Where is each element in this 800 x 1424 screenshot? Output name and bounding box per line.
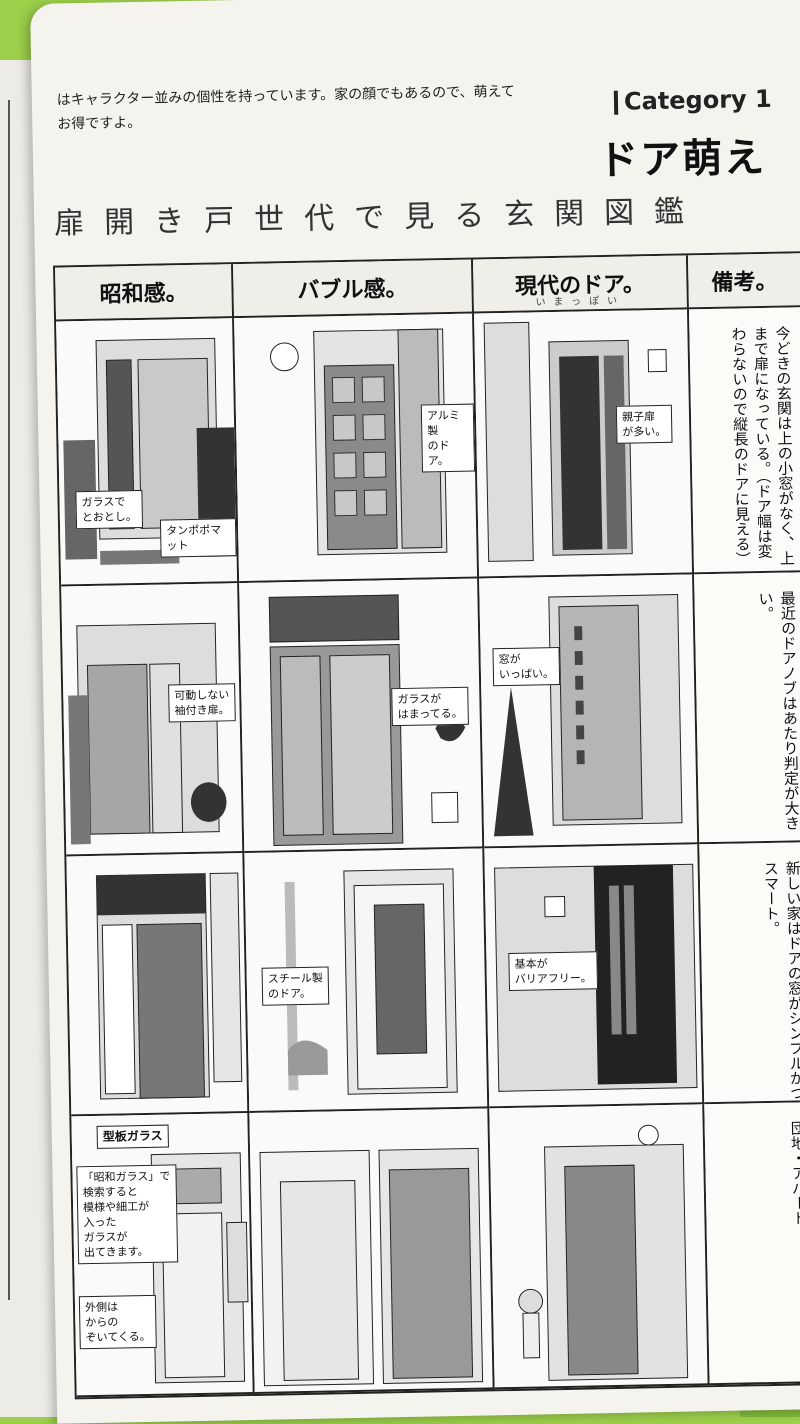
door-chart-table: 昭和感。 バブル感。 現代のドア。いまっぽい 備考。 ガラスで とおとし。 タン… [53,251,800,1400]
door-illustration [249,1108,495,1394]
door-illustration [66,853,250,1117]
callout: アルミ製 のドア。 [420,403,476,473]
section-subtitle: 扉開き戸世代で見る玄関図鑑 [53,194,705,242]
callout: 「昭和ガラス」で 検索すると 模様や細工が 入った ガラスが 出てきます。 [76,1164,178,1265]
callout: スチール製 のドア。 [261,966,330,1006]
callout: タンポポマット [159,518,237,558]
note-cell: 最近のドアノブはあたり判定が大きい。 [694,572,800,845]
callout: 可動しない 袖付き扉。 [168,683,236,723]
note-cell: 新しい家はドアの窓がシンプルかつスマート。 [699,842,800,1105]
door-illustration: スチール製 のドア。 [244,848,490,1113]
door-illustration: 窓が いっぱい。 [479,574,700,849]
note-text: 新しい家はドアの窓がシンプルかつスマート。 [761,860,800,1101]
callout: ガラスが はまってる。 [391,686,469,727]
callout: 外側は からの ぞいてくる。 [78,1294,157,1350]
callout: 親子扉 が多い。 [615,404,673,444]
door-illustration: 基本が バリアフリー。 [484,844,705,1109]
door-illustration: 型板ガラス 「昭和ガラス」で 検索すると 模様や細工が 入った ガラスが 出てき… [71,1112,255,1398]
header-showa: 昭和感。 [55,264,235,322]
door-illustration: アルミ製 のドア。 [234,313,480,584]
callout: 基本が バリアフリー。 [508,951,598,991]
door-illustration: ガラスで とおとし。 タンポポマット [56,318,240,587]
header-notes: 備考。 [687,253,800,310]
book-page: はキャラクター並みの個性を持っています。家の顔でもあるので、萌えて お得ですよ。… [30,0,800,1424]
door-illustration: 可動しない 袖付き扉。 [61,583,245,857]
door-illustration: ガラスが はまってる。 [239,578,485,854]
note-text: 今どきの玄関は上の小窓がなく、上まで扉になっている。（ドア幅は変わらないので縦長… [729,325,796,567]
door-illustration: 親子扉 が多い。 [474,309,695,579]
intro-text: はキャラクター並みの個性を持っています。家の顔でもあるので、萌えて お得ですよ。 [57,79,538,136]
note-cell: 今どきの玄関は上の小窓がなく、上まで扉になっている。（ドア幅は変わらないので縦長… [688,307,800,575]
note-text: 団地・アパート。 [788,1120,800,1241]
note-cell: 団地・アパート。 [704,1102,800,1386]
header-bubble: バブル感。 [233,259,475,319]
door-illustration [489,1104,710,1390]
callout: ガラスで とおとし。 [75,489,144,530]
note-text: 最近のドアノブはあたり判定が大きい。 [756,590,800,831]
callout: 窓が いっぱい。 [492,646,561,687]
header-ruby: いまっぽい [535,295,626,309]
category-label: Category 1 [613,85,772,116]
header-modern: 現代のドア。いまっぽい [472,255,689,314]
category-title: ドア萌え [597,134,767,185]
callout-title: 型板ガラス [96,1124,169,1149]
